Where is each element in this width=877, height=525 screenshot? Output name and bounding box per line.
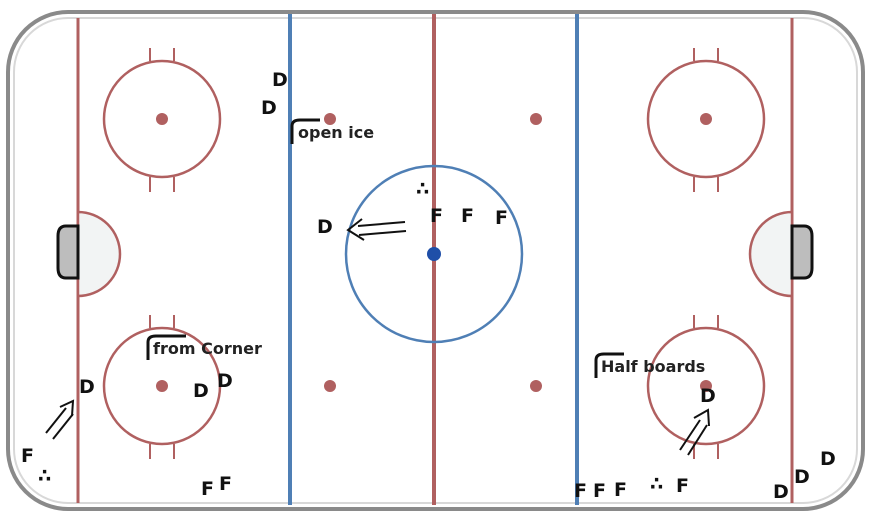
move-arrow-right-circle bbox=[679, 408, 710, 456]
puck-left-corner: ∴ bbox=[38, 465, 51, 487]
center-circle bbox=[344, 164, 524, 344]
player-d-right-circle: D bbox=[700, 385, 716, 407]
player-d-right-2: D bbox=[794, 466, 810, 488]
center-faceoff-dot bbox=[427, 247, 441, 261]
half-boards-label: Half boards bbox=[601, 357, 705, 376]
left-goal-net bbox=[56, 224, 80, 280]
open-ice-bracket bbox=[290, 118, 320, 144]
neutral-dot-bottom-right bbox=[530, 380, 542, 392]
player-f-right-bottom-2: F bbox=[593, 480, 606, 502]
player-f-right-bottom-4: F bbox=[676, 475, 689, 497]
player-d-left-3: D bbox=[217, 370, 233, 392]
neutral-dot-top-right bbox=[530, 113, 542, 125]
right-goal-net bbox=[790, 224, 814, 280]
player-f-right-bottom-1: F bbox=[574, 480, 587, 502]
player-f-center-1: F bbox=[430, 205, 443, 227]
pass-arrow-center bbox=[346, 218, 407, 241]
player-d-center: D bbox=[317, 216, 333, 238]
faceoff-circle-bottom-left bbox=[102, 315, 222, 459]
open-ice-label: open ice bbox=[298, 123, 374, 142]
player-f-left-bottom-1: F bbox=[201, 478, 214, 500]
puck-right-bottom: ∴ bbox=[650, 473, 663, 495]
player-d-top-2: D bbox=[261, 97, 277, 119]
player-f-left-bottom-2: F bbox=[219, 473, 232, 495]
puck-center: ∴ bbox=[416, 178, 429, 200]
move-arrow-left-corner bbox=[45, 399, 75, 440]
player-d-right-3: D bbox=[820, 448, 836, 470]
player-d-right-1: D bbox=[773, 481, 789, 503]
left-goal-crease bbox=[76, 210, 122, 298]
neutral-dot-bottom-left bbox=[324, 380, 336, 392]
player-d-top-1: D bbox=[272, 69, 288, 91]
faceoff-circle-top-right bbox=[646, 48, 766, 192]
right-goal-crease bbox=[748, 210, 794, 298]
half-boards-bracket bbox=[594, 352, 624, 378]
player-f-left-corner: F bbox=[21, 445, 34, 467]
faceoff-circle-bottom-right bbox=[646, 315, 766, 459]
player-d-left-1: D bbox=[79, 376, 95, 398]
neutral-dot-top-left bbox=[324, 113, 336, 125]
player-f-right-bottom-3: F bbox=[614, 479, 627, 501]
player-d-left-2: D bbox=[193, 380, 209, 402]
faceoff-circle-top-left bbox=[102, 48, 222, 192]
player-f-center-3: F bbox=[495, 207, 508, 229]
player-f-center-2: F bbox=[461, 205, 474, 227]
from-corner-label: from Corner bbox=[153, 339, 262, 358]
from-corner-bracket bbox=[146, 334, 186, 360]
